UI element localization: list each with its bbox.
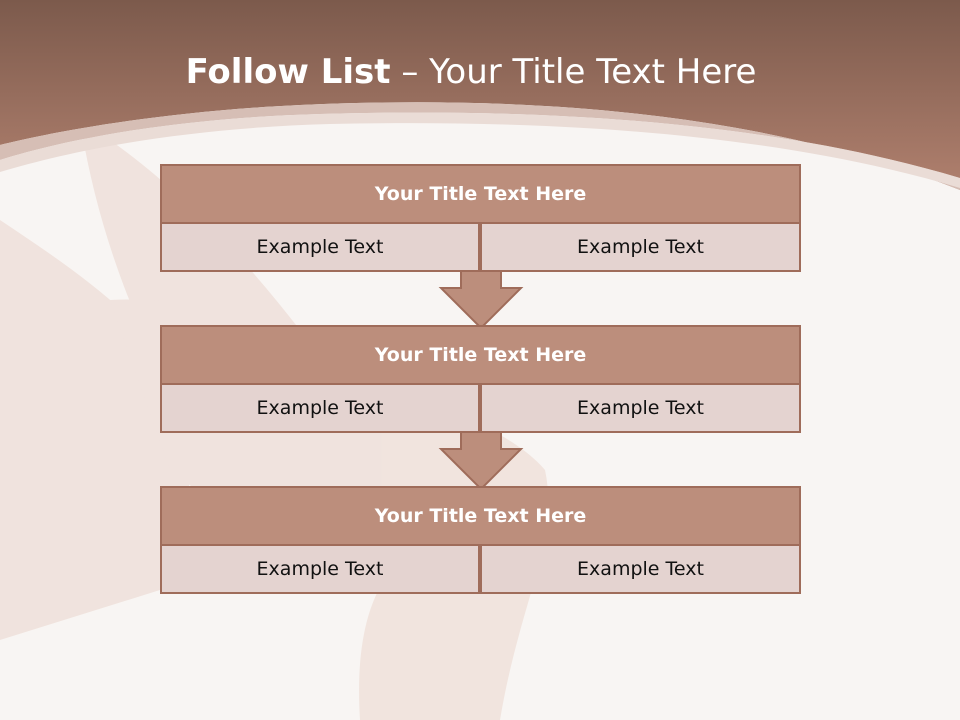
step-title: Your Title Text Here: [160, 325, 801, 385]
step-block-3: Your Title Text Here Example Text Exampl…: [160, 486, 801, 594]
header-band: [0, 0, 960, 190]
step-cell-left: Example Text: [160, 222, 480, 272]
slide-title: Follow List – Your Title Text Here: [0, 52, 942, 92]
slide-title-rest: – Your Title Text Here: [401, 52, 757, 92]
step-cell-right: Example Text: [480, 222, 801, 272]
step-cell-right: Example Text: [480, 544, 801, 594]
step-title: Your Title Text Here: [160, 164, 801, 224]
slide-title-bold: Follow List: [185, 52, 391, 92]
step-cell-left: Example Text: [160, 383, 480, 433]
step-cell-left: Example Text: [160, 544, 480, 594]
step-cell-right: Example Text: [480, 383, 801, 433]
step-block-2: Your Title Text Here Example Text Exampl…: [160, 325, 801, 433]
step-block-1: Your Title Text Here Example Text Exampl…: [160, 164, 801, 272]
down-arrow-icon: [438, 431, 524, 491]
down-arrow-icon: [438, 270, 524, 330]
step-title: Your Title Text Here: [160, 486, 801, 546]
